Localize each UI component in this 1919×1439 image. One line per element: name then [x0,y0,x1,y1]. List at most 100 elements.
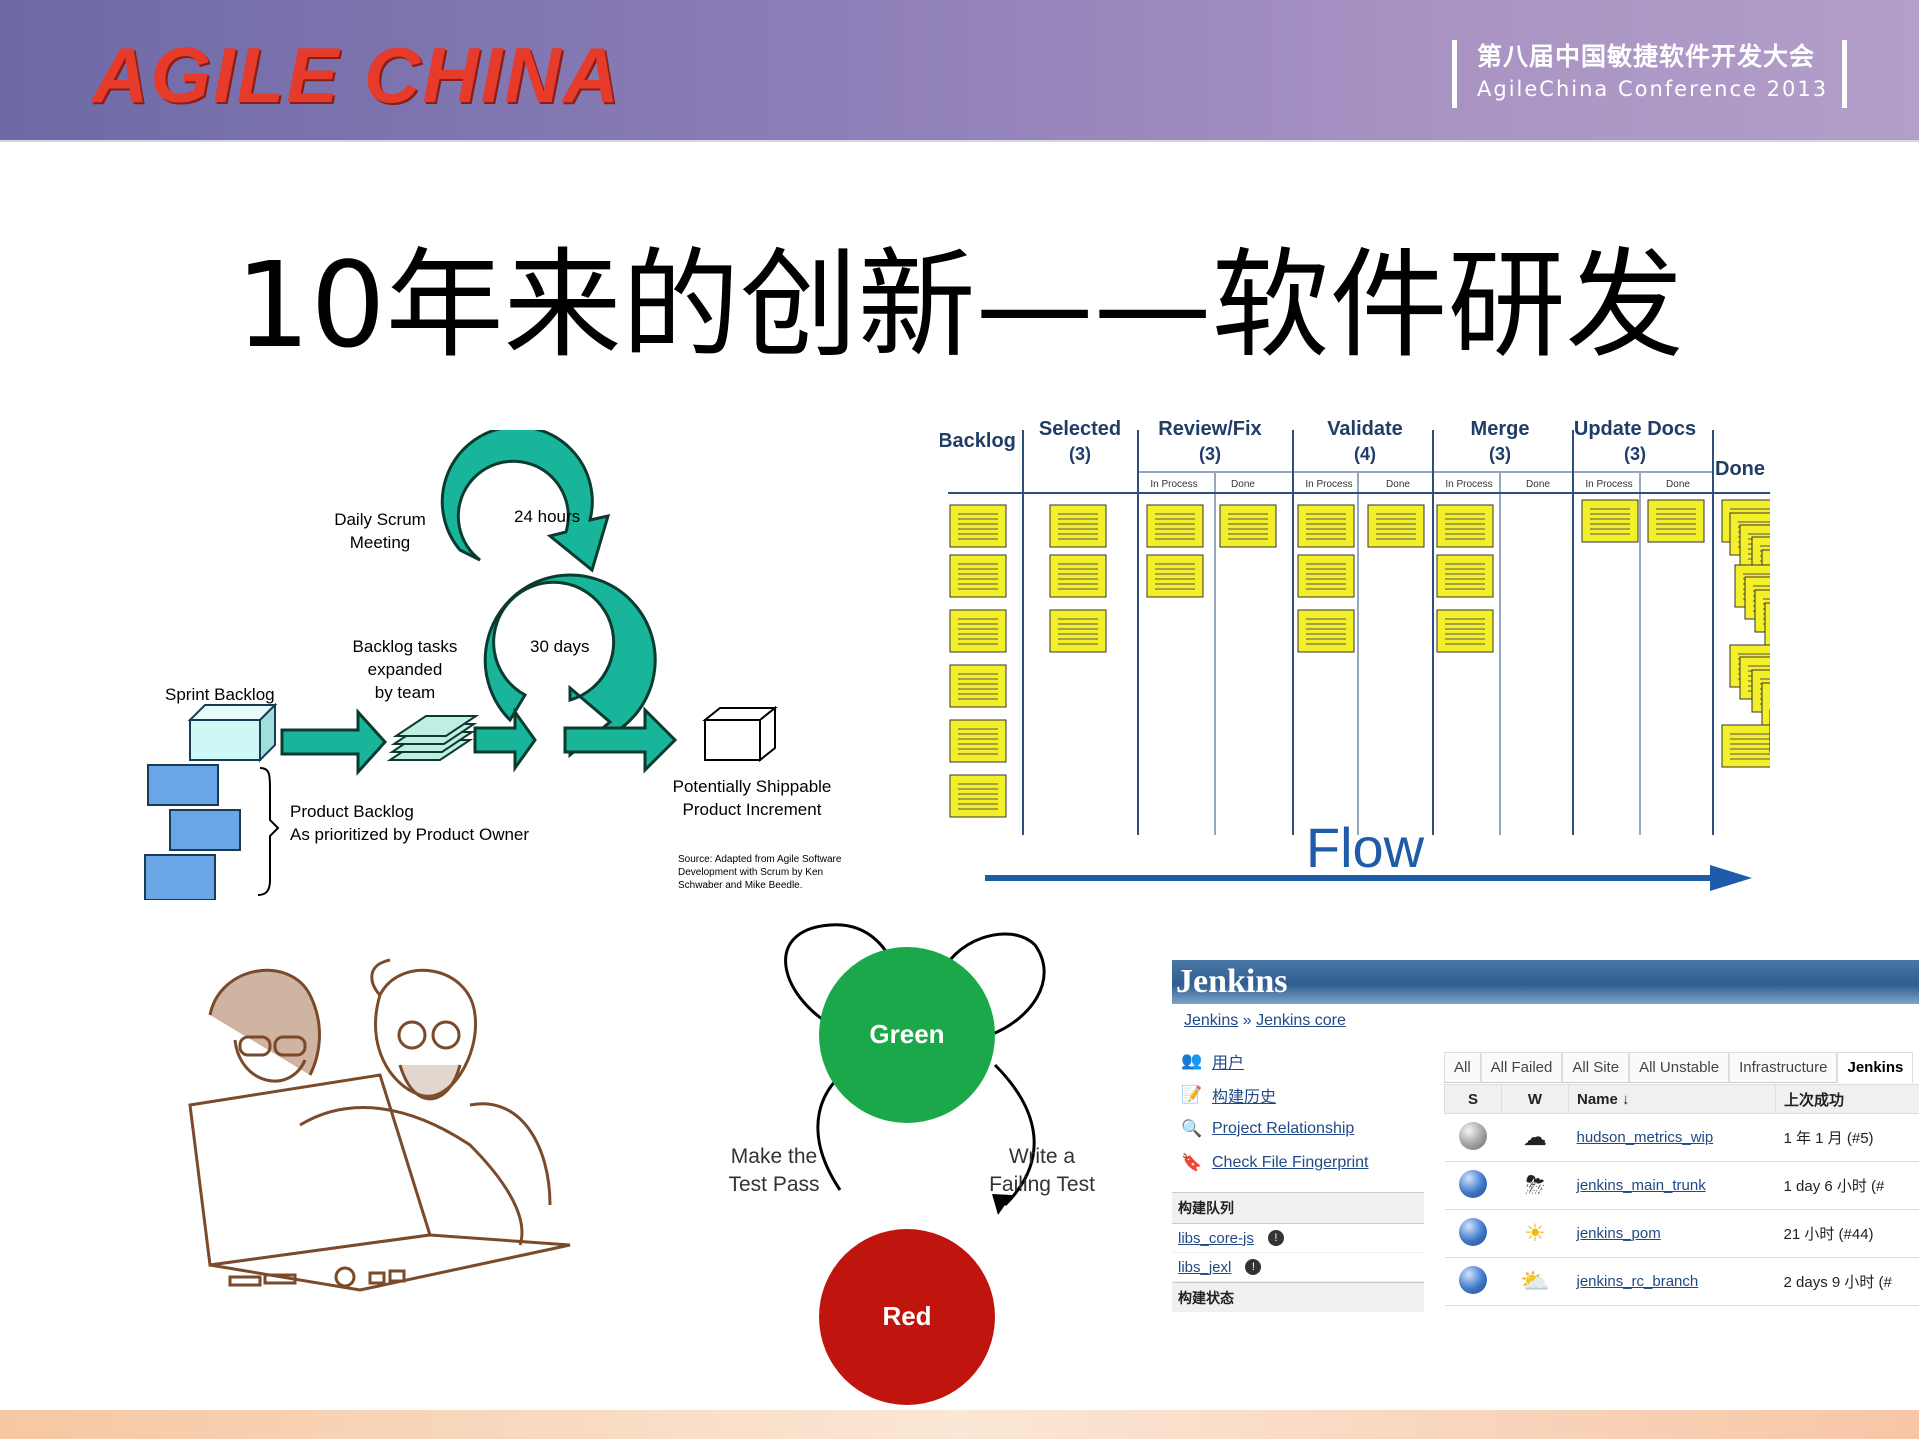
queue-status-icon: ! [1267,1230,1284,1246]
kanban-sub-done: Done [1526,479,1550,490]
kanban-card [1436,554,1494,598]
kanban-card [1146,504,1204,548]
sidebar-item-project-relationship[interactable]: 🔍Project Relationship [1181,1119,1355,1138]
sidebar-item-build-history[interactable]: 📝构建历史 [1181,1085,1277,1106]
product-backlog-line1: Product Backlog [290,802,414,821]
kanban-card [1049,609,1107,653]
sunny-weather-icon: ☀ [1524,1220,1546,1247]
tab-all-site[interactable]: All Site [1562,1052,1630,1083]
table-row: ☁ hudson_metrics_wip 1 年 1 月 (#5) [1444,1113,1919,1162]
jenkins-breadcrumb: Jenkins » Jenkins core [1184,1012,1346,1030]
status-ball-icon [1459,1121,1487,1150]
increment-line2: Product Increment [683,800,822,819]
queue-item: libs_core-js! [1172,1224,1424,1253]
header-weather[interactable]: W [1501,1084,1569,1114]
kanban-card [949,774,1007,818]
storm-weather-icon: ⛈ [1525,1171,1545,1199]
conference-badge: 第八届中国敏捷软件开发大会 AgileChina Conference 2013 [1452,40,1848,108]
kanban-card [1436,609,1494,653]
kanban-card [1146,554,1204,598]
kanban-card [1297,609,1355,653]
kanban-card [1049,554,1107,598]
breadcrumb-jenkins-core[interactable]: Jenkins core [1256,1012,1346,1029]
kanban-card [1049,504,1107,548]
sidebar-item-check-fingerprint[interactable]: 🔖Check File Fingerprint [1181,1153,1369,1172]
kanban-card [949,664,1007,708]
kanban-wip-limit: (4) [1354,444,1376,464]
kanban-wip-limit: (3) [1489,444,1511,464]
green-label: Green [869,1019,944,1049]
backlog-tasks-line3: by team [375,683,435,702]
tab-infrastructure[interactable]: Infrastructure [1729,1052,1838,1083]
jenkins-view-tabs: All All Failed All Site All Unstable Inf… [1444,1052,1914,1083]
source-line1: Source: Adapted from Agile Software [678,854,842,865]
header-last-success[interactable]: 上次成功 [1775,1084,1919,1114]
backlog-tasks-line1: Backlog tasks [353,637,458,656]
last-success: 1 day 6 小时 (# [1775,1161,1919,1210]
flow-label: Flow [1306,816,1425,879]
kanban-sub-in-process: In Process [1585,479,1632,490]
daily-scrum-line2: Meeting [350,533,410,552]
kanban-wip-limit: (3) [1624,444,1646,464]
pair-programming-illustration [188,958,571,1292]
agile-china-logo: AGILE CHINA [92,31,621,119]
kanban-card [949,719,1007,763]
kanban-sub-in-process: In Process [1445,479,1492,490]
kanban-column-title: Update Docs [1574,418,1696,440]
header-name[interactable]: Name ↓ [1568,1084,1776,1114]
table-row: ⛅ jenkins_rc_branch 2 days 9 小时 (# [1444,1257,1919,1306]
kanban-column-title: Done [1715,458,1765,480]
table-header-row: S W Name ↓ 上次成功 [1444,1084,1919,1114]
kanban-card [1297,504,1355,548]
tab-all-failed[interactable]: All Failed [1480,1052,1563,1083]
job-link[interactable]: jenkins_main_trunk [1576,1177,1706,1194]
last-success: 1 年 1 月 (#5) [1775,1113,1919,1162]
search-icon: 🔍 [1181,1119,1203,1138]
job-link[interactable]: hudson_metrics_wip [1576,1129,1714,1146]
kanban-sub-done: Done [1386,479,1410,490]
make-test-pass-line1: Make the [731,1145,817,1168]
kanban-card [1436,504,1494,548]
hours-label: 24 hours [514,507,580,526]
make-test-pass-line2: Test Pass [728,1173,819,1196]
tab-all-unstable[interactable]: All Unstable [1629,1052,1730,1083]
kanban-sub-done: Done [1231,479,1255,490]
jenkins-sidebar: 👥用户 📝构建历史 🔍Project Relationship 🔖Check F… [1180,1044,1400,1180]
kanban-wip-limit: (3) [1199,444,1221,464]
status-ball-icon [1459,1169,1487,1198]
tab-jenkins[interactable]: Jenkins [1837,1052,1914,1083]
table-row: ☀ jenkins_pom 21 小时 (#44) [1444,1209,1919,1258]
kanban-sub-done: Done [1666,479,1690,490]
kanban-sub-in-process: In Process [1305,479,1352,490]
source-line2: Development with Scrum by Ken [678,867,823,878]
kanban-column-title: Validate [1327,418,1403,440]
tab-all[interactable]: All [1444,1052,1481,1083]
partly-cloudy-weather-icon: ⛅ [1520,1268,1550,1295]
red-label: Red [882,1301,931,1331]
header-status[interactable]: S [1444,1084,1502,1114]
kanban-column-title: Selected [1039,418,1121,440]
job-link[interactable]: jenkins_pom [1576,1225,1661,1242]
kanban-card [1761,682,1770,726]
jenkins-logo: Jenkins [1176,963,1288,1000]
status-ball-icon [1459,1265,1487,1294]
kanban-column-title: Merge [1471,418,1530,440]
cloudy-weather-icon: ☁ [1523,1124,1547,1151]
scrum-diagram: Daily Scrum Meeting 24 hours 30 days Bac… [144,430,842,900]
sprint-backlog-label: Sprint Backlog [165,685,275,704]
daily-scrum-line1: Daily Scrum [334,510,426,529]
table-row: ⛈ jenkins_main_trunk 1 day 6 小时 (# [1444,1161,1919,1210]
users-icon: 👥 [1181,1051,1203,1070]
conference-title-en: AgileChina Conference 2013 [1477,77,1829,101]
kanban-column-title: Review/Fix [1158,418,1261,440]
write-failing-test-line1: Write a [1009,1145,1075,1168]
slide-footer [0,1410,1919,1439]
kanban-card [949,504,1007,548]
build-queue-box: 构建队列 libs_core-js! libs_jexl! 构建状态 [1172,1192,1424,1312]
tdd-cycle-diagram: Green Red Make the Test Pass Write a Fai… [728,923,1095,1405]
job-link[interactable]: jenkins_rc_branch [1576,1273,1699,1290]
build-queue-header: 构建队列 [1172,1192,1424,1224]
breadcrumb-jenkins[interactable]: Jenkins [1184,1012,1239,1029]
sidebar-item-users[interactable]: 👥用户 [1181,1051,1245,1072]
